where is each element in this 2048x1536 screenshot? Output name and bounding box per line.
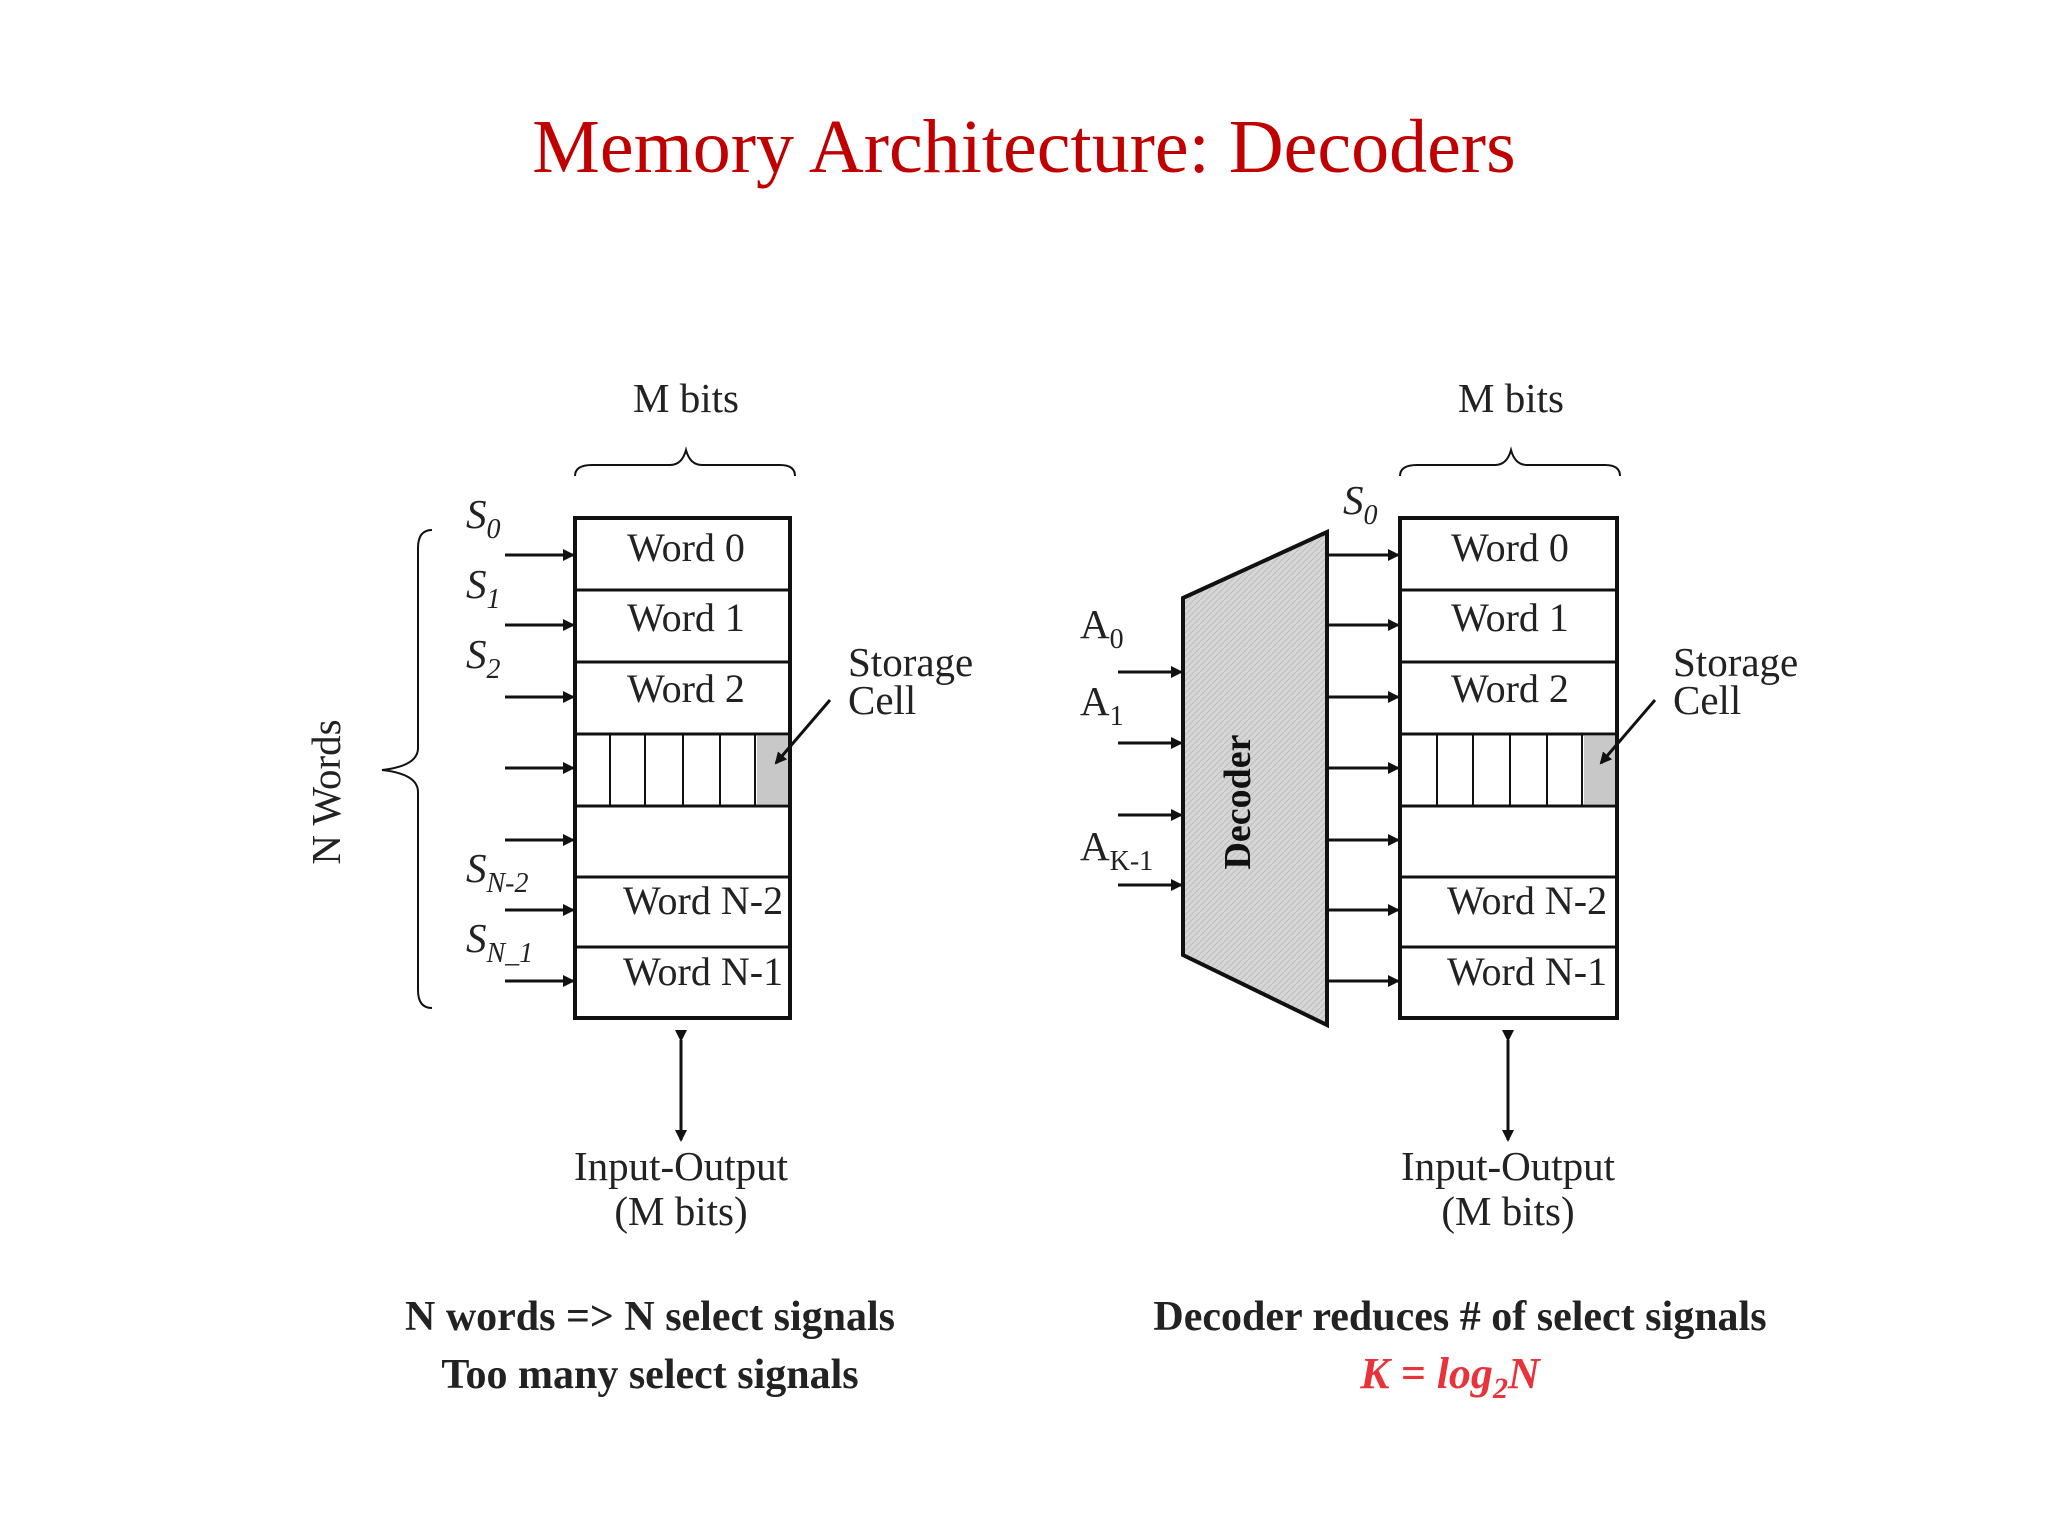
right-word-1: Word 1 — [1451, 595, 1569, 640]
right-width-label: M bits — [1458, 375, 1564, 421]
decoder-output-arrows — [1329, 549, 1400, 987]
left-storage-cell — [757, 736, 788, 804]
left-signal-sn-1: SN_1 — [466, 915, 533, 969]
left-signal-s2: S2 — [466, 631, 501, 685]
right-signal-s0: S0 — [1343, 477, 1378, 531]
left-word-0: Word 0 — [627, 525, 745, 570]
left-width-brace — [574, 446, 796, 477]
right-storage-label-2: Cell — [1673, 677, 1741, 723]
left-diagram: M bits N Words Word 0 Word 1 Word 2 Word… — [303, 375, 973, 1398]
right-io-label-2: (M bits) — [1441, 1188, 1574, 1234]
right-bit-row — [1436, 734, 1615, 806]
right-word-0: Word 0 — [1451, 525, 1569, 570]
right-diagram: M bits S0 Decoder A0 A1 AK-1 — [1080, 375, 1798, 1405]
left-storage-pointer — [774, 699, 832, 765]
right-word-n-2: Word N-2 — [1447, 878, 1607, 923]
right-word-n-1: Word N-1 — [1447, 949, 1607, 994]
left-word-n-2: Word N-2 — [623, 878, 783, 923]
address-a1: A1 — [1080, 678, 1124, 732]
address-a0: A0 — [1080, 601, 1124, 655]
left-signal-s1: S1 — [466, 561, 501, 615]
left-caption-2: Too many select signals — [441, 1352, 858, 1398]
left-storage-label-1: Storage — [848, 639, 973, 685]
left-width-label: M bits — [633, 375, 739, 421]
formula: K = log2N — [1359, 1349, 1542, 1405]
right-storage-cell — [1584, 736, 1615, 804]
right-storage-pointer — [1599, 699, 1657, 765]
right-word-2: Word 2 — [1451, 666, 1569, 711]
left-signal-s0: S0 — [466, 491, 501, 545]
right-storage-label-1: Storage — [1673, 639, 1798, 685]
left-height-label: N Words — [303, 719, 349, 864]
left-height-brace — [381, 529, 433, 1009]
address-arrows — [1118, 666, 1183, 891]
left-word-n-1: Word N-1 — [623, 949, 783, 994]
right-width-brace — [1399, 446, 1621, 477]
decoder-label: Decoder — [1217, 734, 1259, 869]
decoder-block — [1181, 528, 1329, 1029]
left-word-2: Word 2 — [627, 666, 745, 711]
left-signal-sn-2: SN-2 — [466, 845, 529, 899]
left-storage-label-2: Cell — [848, 677, 916, 723]
address-ak-1: AK-1 — [1080, 823, 1153, 877]
right-caption: Decoder reduces # of select signals — [1153, 1294, 1766, 1340]
left-io-label-2: (M bits) — [614, 1188, 747, 1234]
page-title: Memory Architecture: Decoders — [532, 105, 1515, 189]
left-select-arrows — [505, 549, 575, 987]
right-io-label-1: Input-Output — [1401, 1143, 1616, 1189]
left-bit-row — [609, 734, 788, 806]
left-io-label-1: Input-Output — [574, 1143, 789, 1189]
left-word-1: Word 1 — [627, 595, 745, 640]
left-caption-1: N words => N select signals — [405, 1294, 895, 1340]
